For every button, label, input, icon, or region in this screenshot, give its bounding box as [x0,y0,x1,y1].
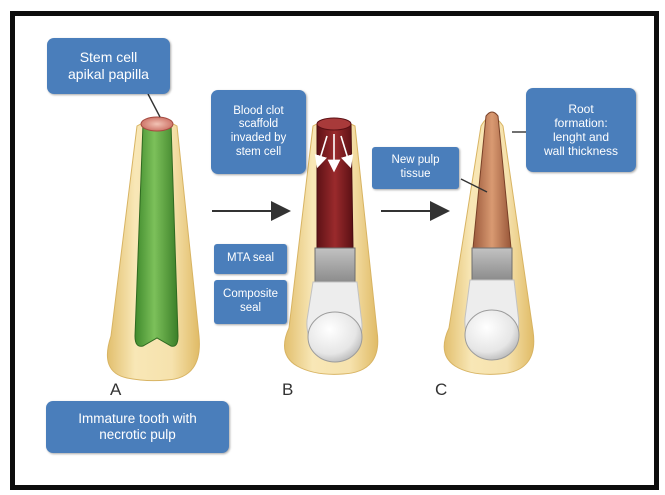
tooth-c-crown [465,310,519,360]
root-formation-label: Root formation: lenght and wall thicknes… [544,102,618,159]
stem-cell-callout: Stem cell apikal papilla [47,38,170,94]
blood-clot-callout: Blood clot scaffold invaded by stem cell [211,90,306,174]
figure-frame: Stem cell apikal papilla Blood clot scaf… [10,11,659,490]
panel-letter-b: B [282,380,293,400]
panel-letter-a: A [110,380,121,400]
tooth-b-mta-seal [315,248,355,282]
mta-seal-label: MTA seal [227,252,274,266]
composite-seal-callout: Composite seal [214,280,287,324]
immature-tooth-label: Immature tooth with necrotic pulp [78,411,197,443]
tooth-b-blood-clot [317,120,353,248]
tooth-a-apical-papilla [141,117,173,131]
blood-clot-label: Blood clot scaffold invaded by stem cell [231,105,287,159]
tooth-b-clot-top [317,118,351,130]
stem-cell-label: Stem cell apikal papilla [68,49,149,82]
tooth-b-crown [308,312,362,362]
panel-letter-c: C [435,380,447,400]
mta-seal-callout: MTA seal [214,244,287,274]
stem-cell-leader-line [148,94,160,117]
new-pulp-label: New pulp tissue [392,154,440,181]
tooth-a [107,94,199,381]
immature-tooth-callout: Immature tooth with necrotic pulp [46,401,229,453]
tooth-a-necrotic-pulp [135,124,178,346]
composite-seal-label: Composite seal [223,288,278,315]
tooth-c-mta-seal [472,248,512,280]
root-formation-callout: Root formation: lenght and wall thicknes… [526,88,636,172]
new-pulp-callout: New pulp tissue [372,147,459,189]
